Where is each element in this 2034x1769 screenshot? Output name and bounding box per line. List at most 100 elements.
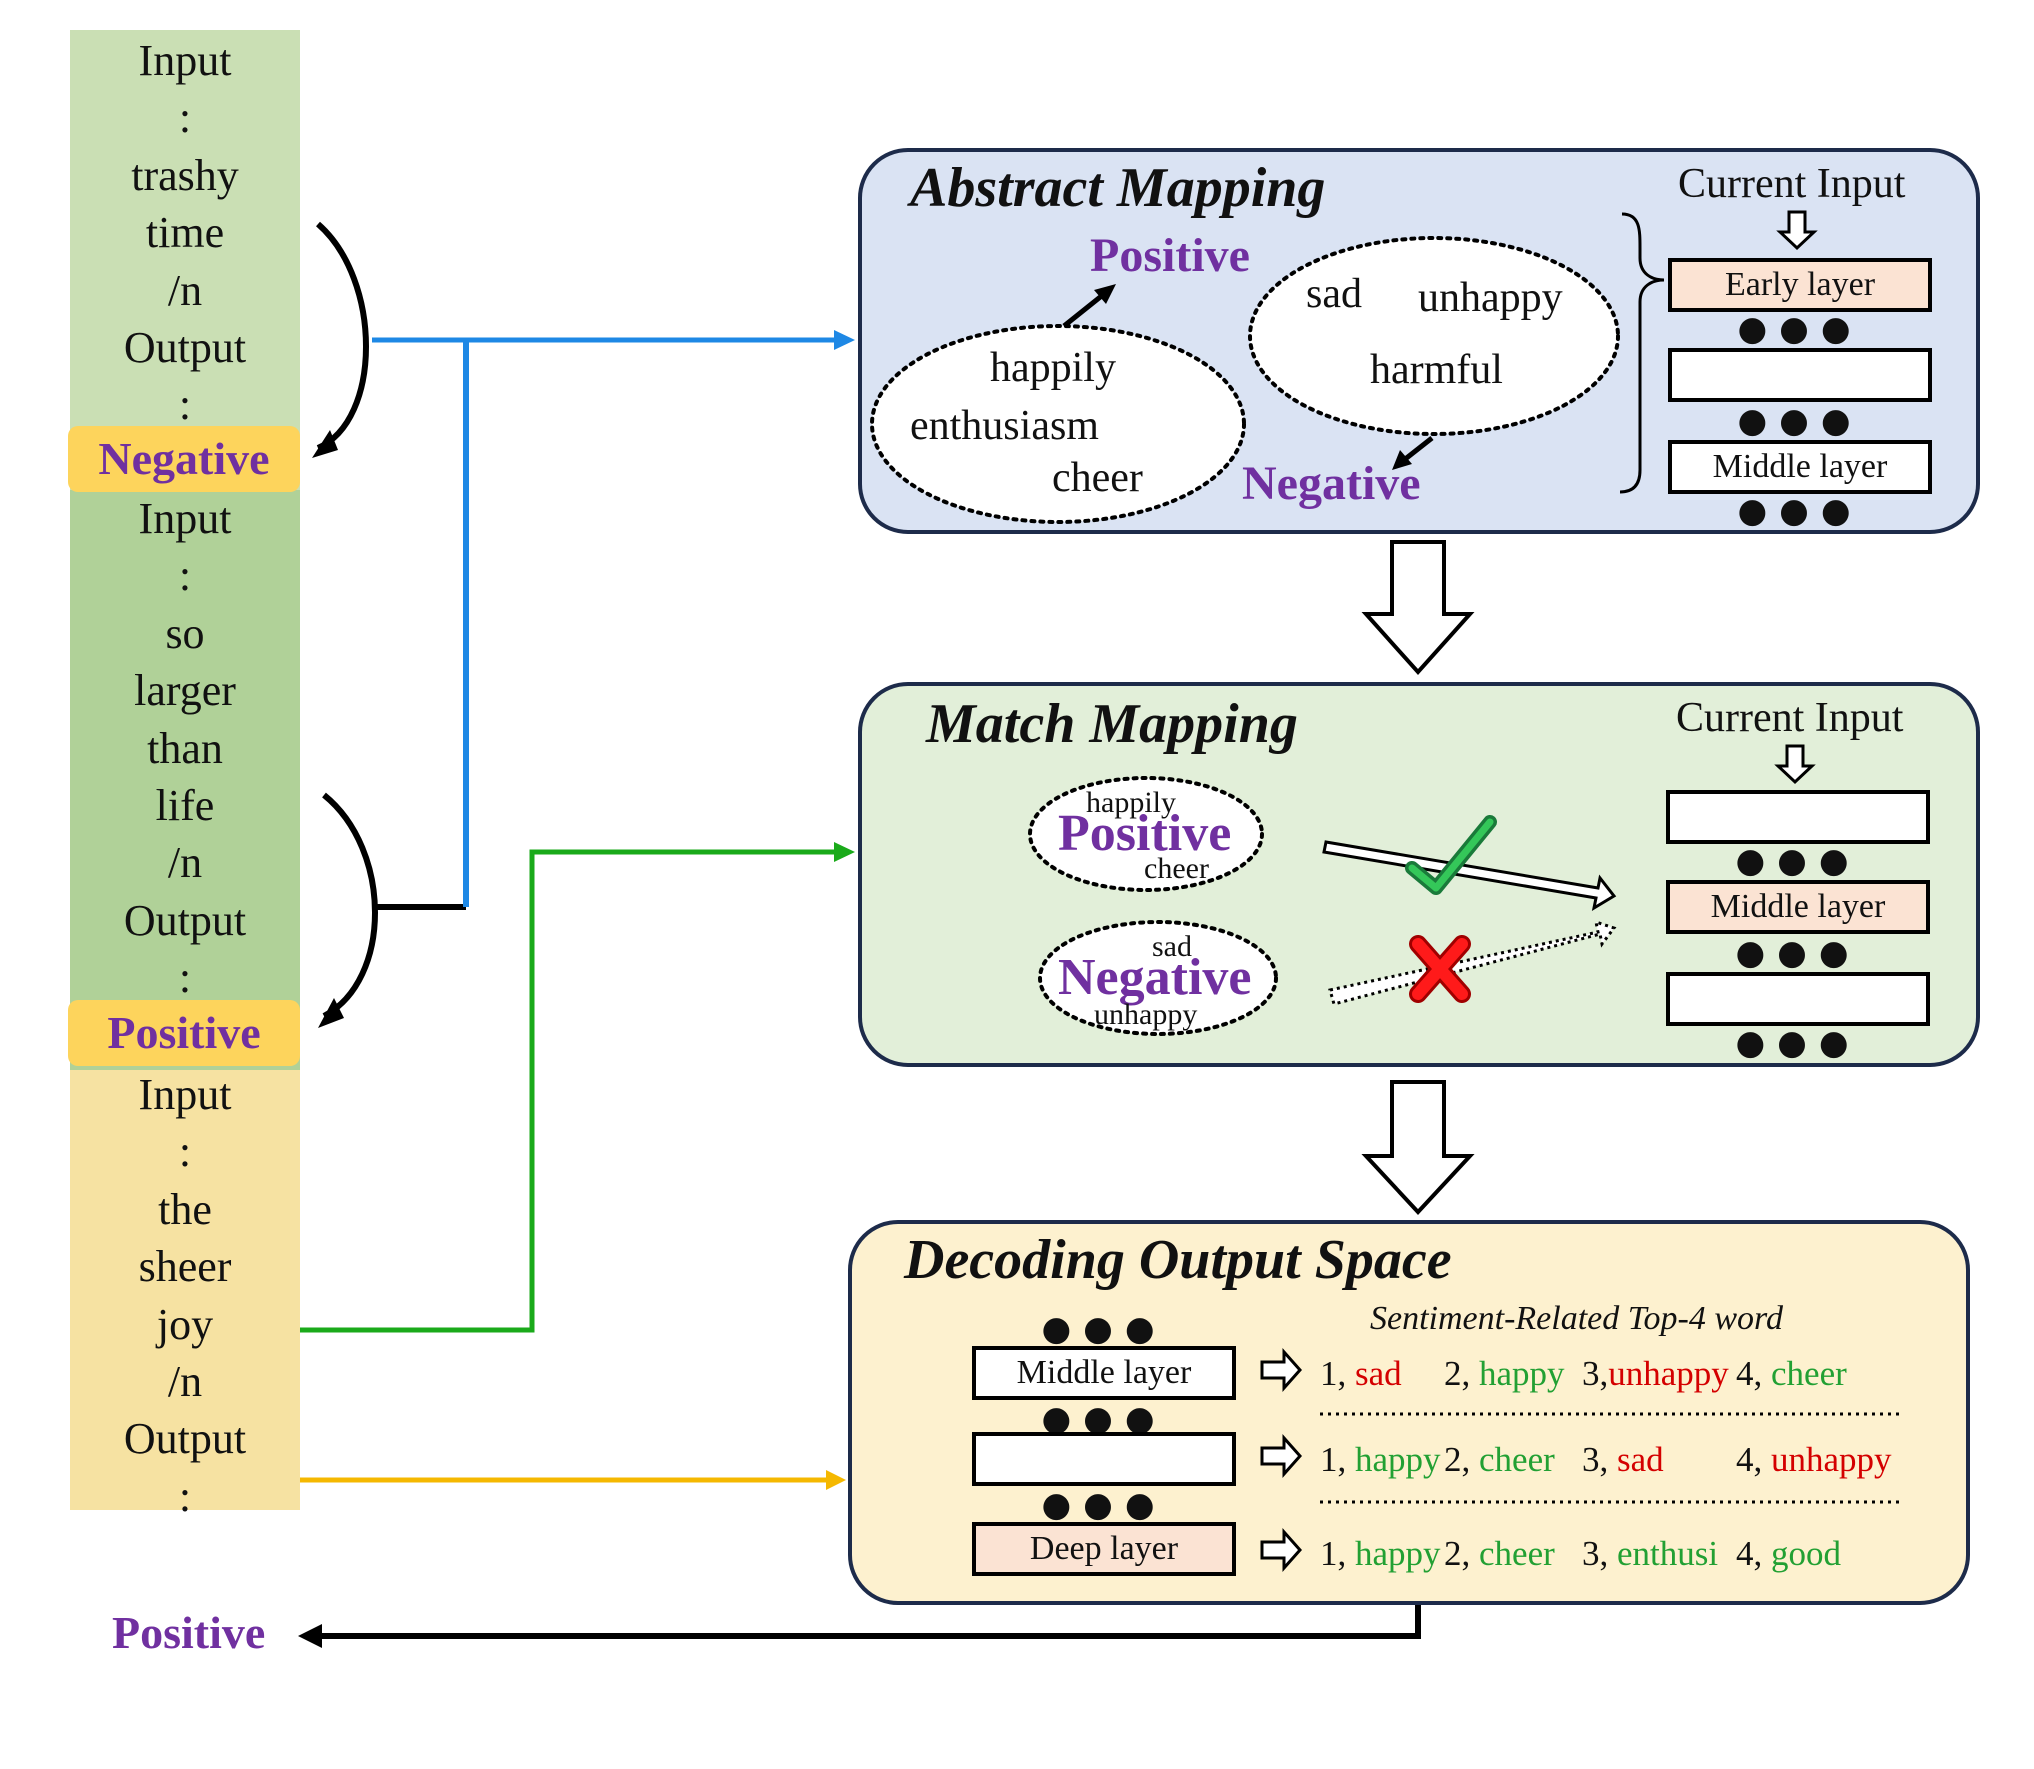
ranked-word: 2, happy: [1444, 1354, 1565, 1394]
abstract-negative-label: Negative: [1242, 457, 1421, 510]
negative-word: harmful: [1370, 347, 1503, 393]
negative-match-cluster: [1038, 920, 1278, 1036]
cross-icon: [1409, 935, 1471, 1003]
rank-word: unhappy: [1608, 1354, 1729, 1393]
input-token: the: [158, 1184, 212, 1234]
rank-word: happy: [1355, 1534, 1441, 1573]
rank-word: good: [1771, 1534, 1841, 1573]
rank-number: 1,: [1320, 1354, 1355, 1393]
green-connector: [300, 849, 840, 1333]
curve-arrow-1-head: [312, 430, 338, 458]
negative-cluster-bottom-word: unhappy: [1094, 998, 1198, 1031]
negative-cluster-label: Negative: [1058, 949, 1252, 1006]
input-token: :: [178, 551, 192, 601]
rank-word: happy: [1479, 1354, 1565, 1393]
negative-cluster-top-word: sad: [1152, 930, 1192, 963]
input-segment-3-background: [70, 1070, 300, 1510]
input-token: :: [178, 93, 192, 143]
yellow-arrowhead: [826, 1470, 846, 1490]
rank-number: 3,: [1582, 1440, 1617, 1479]
positive-match-cluster: [1028, 776, 1264, 892]
hollow-down-arrow-icon: [1774, 744, 1816, 785]
input-token: Output: [123, 1414, 247, 1464]
ranked-word: 3,unhappy: [1582, 1354, 1729, 1394]
early-layer-box: Early layer: [1668, 258, 1932, 312]
match-mapping-title: Match Mapping: [926, 693, 1298, 755]
decoding-output-space-title: Decoding Output Space: [904, 1229, 1452, 1291]
input-token: /n: [167, 265, 203, 315]
hollow-down-arrow-icon: [1776, 210, 1818, 251]
input-token: :: [178, 953, 192, 1003]
positive-cluster-top-word: happily: [1086, 786, 1176, 819]
positive-word: enthusiasm: [910, 403, 1099, 449]
rank-word: enthusi: [1617, 1534, 1719, 1573]
hollow-down-arrow-icon: [1361, 540, 1475, 675]
ellipsis-dots-icon: ●●●: [1735, 933, 1861, 973]
input-token: :: [178, 1127, 192, 1177]
decoding-subtitle: Sentiment-Related Top-4 word: [1370, 1300, 1783, 1337]
rank-number: 1,: [1320, 1440, 1355, 1479]
ranked-word: 2, cheer: [1444, 1534, 1555, 1574]
input-token: life: [155, 781, 215, 831]
rank-number: 3,: [1582, 1354, 1609, 1393]
rank-number: 4,: [1736, 1354, 1771, 1393]
hidden-layer-box: [1666, 972, 1930, 1026]
segment-2-label-positive: Positive: [68, 1000, 300, 1066]
curve-arrow-2: [322, 792, 378, 1019]
blue-arrowhead: [834, 330, 855, 350]
positive-cluster-bottom-word: cheer: [1144, 852, 1209, 885]
input-token: time: [145, 208, 225, 258]
middle-layer-box: Middle layer: [1666, 880, 1930, 934]
layer-brace: [1619, 212, 1665, 494]
hollow-down-arrow-icon: [1361, 1080, 1475, 1215]
hidden-layer-box: [1668, 348, 1932, 402]
ellipsis-dots-icon: ●●●: [1041, 1485, 1167, 1525]
final-output-connector: [310, 1605, 1421, 1639]
input-token: larger: [134, 666, 236, 716]
ellipsis-dots-icon: ●●●: [1737, 401, 1863, 441]
ranked-word: 1, happy: [1320, 1440, 1441, 1480]
rank-word: sad: [1617, 1440, 1664, 1479]
ellipsis-dots-icon: ●●●: [1735, 1023, 1861, 1063]
negative-word: sad: [1306, 271, 1362, 317]
positive-word: cheer: [1052, 455, 1143, 501]
input-token: Output: [123, 323, 247, 373]
ranked-word: 4, cheer: [1736, 1354, 1847, 1394]
ranked-word: 4, unhappy: [1736, 1440, 1892, 1480]
positive-word-cluster: [870, 324, 1246, 524]
input-token: Input: [138, 1070, 232, 1119]
input-token: /n: [167, 1357, 203, 1407]
hollow-right-arrow-icon: [1260, 1348, 1303, 1392]
ellipsis-dots-icon: ●●●: [1737, 309, 1863, 349]
final-output-arrowhead: [298, 1624, 322, 1648]
ellipsis-dots-icon: ●●●: [1041, 1309, 1167, 1349]
input-token: trashy: [131, 150, 239, 200]
middle-layer-box: Middle layer: [972, 1346, 1236, 1400]
match-arrow: [1322, 840, 1617, 912]
ranked-word: 1, sad: [1320, 1354, 1402, 1394]
match-current-input: Current Input: [1676, 695, 1904, 741]
input-token: sheer: [138, 1242, 232, 1292]
segment-1-label-negative: Negative: [68, 426, 300, 492]
input-token: Output: [123, 895, 247, 945]
abstract-mapping-title: Abstract Mapping: [910, 157, 1326, 219]
ellipsis-dots-icon: ●●●: [1041, 1399, 1167, 1439]
ranked-word: 1, happy: [1320, 1534, 1441, 1574]
input-token: than: [147, 723, 223, 773]
negative-pointer-arrowhead: [1392, 450, 1412, 470]
input-segment-2-background: [70, 490, 300, 1075]
positive-pointer-arrowhead: [1094, 284, 1116, 304]
deep-layer-box: Deep layer: [972, 1522, 1236, 1576]
curve-arrow-1: [316, 221, 369, 451]
positive-word: happily: [990, 345, 1116, 391]
rank-word: sad: [1355, 1354, 1402, 1393]
hidden-layer-box: [1666, 790, 1930, 844]
hollow-right-arrow-icon: [1260, 1528, 1303, 1572]
rank-number: 2,: [1444, 1534, 1479, 1573]
negative-word: unhappy: [1418, 275, 1563, 321]
hidden-layer-box: [972, 1432, 1236, 1486]
negative-word-cluster: [1248, 236, 1620, 436]
